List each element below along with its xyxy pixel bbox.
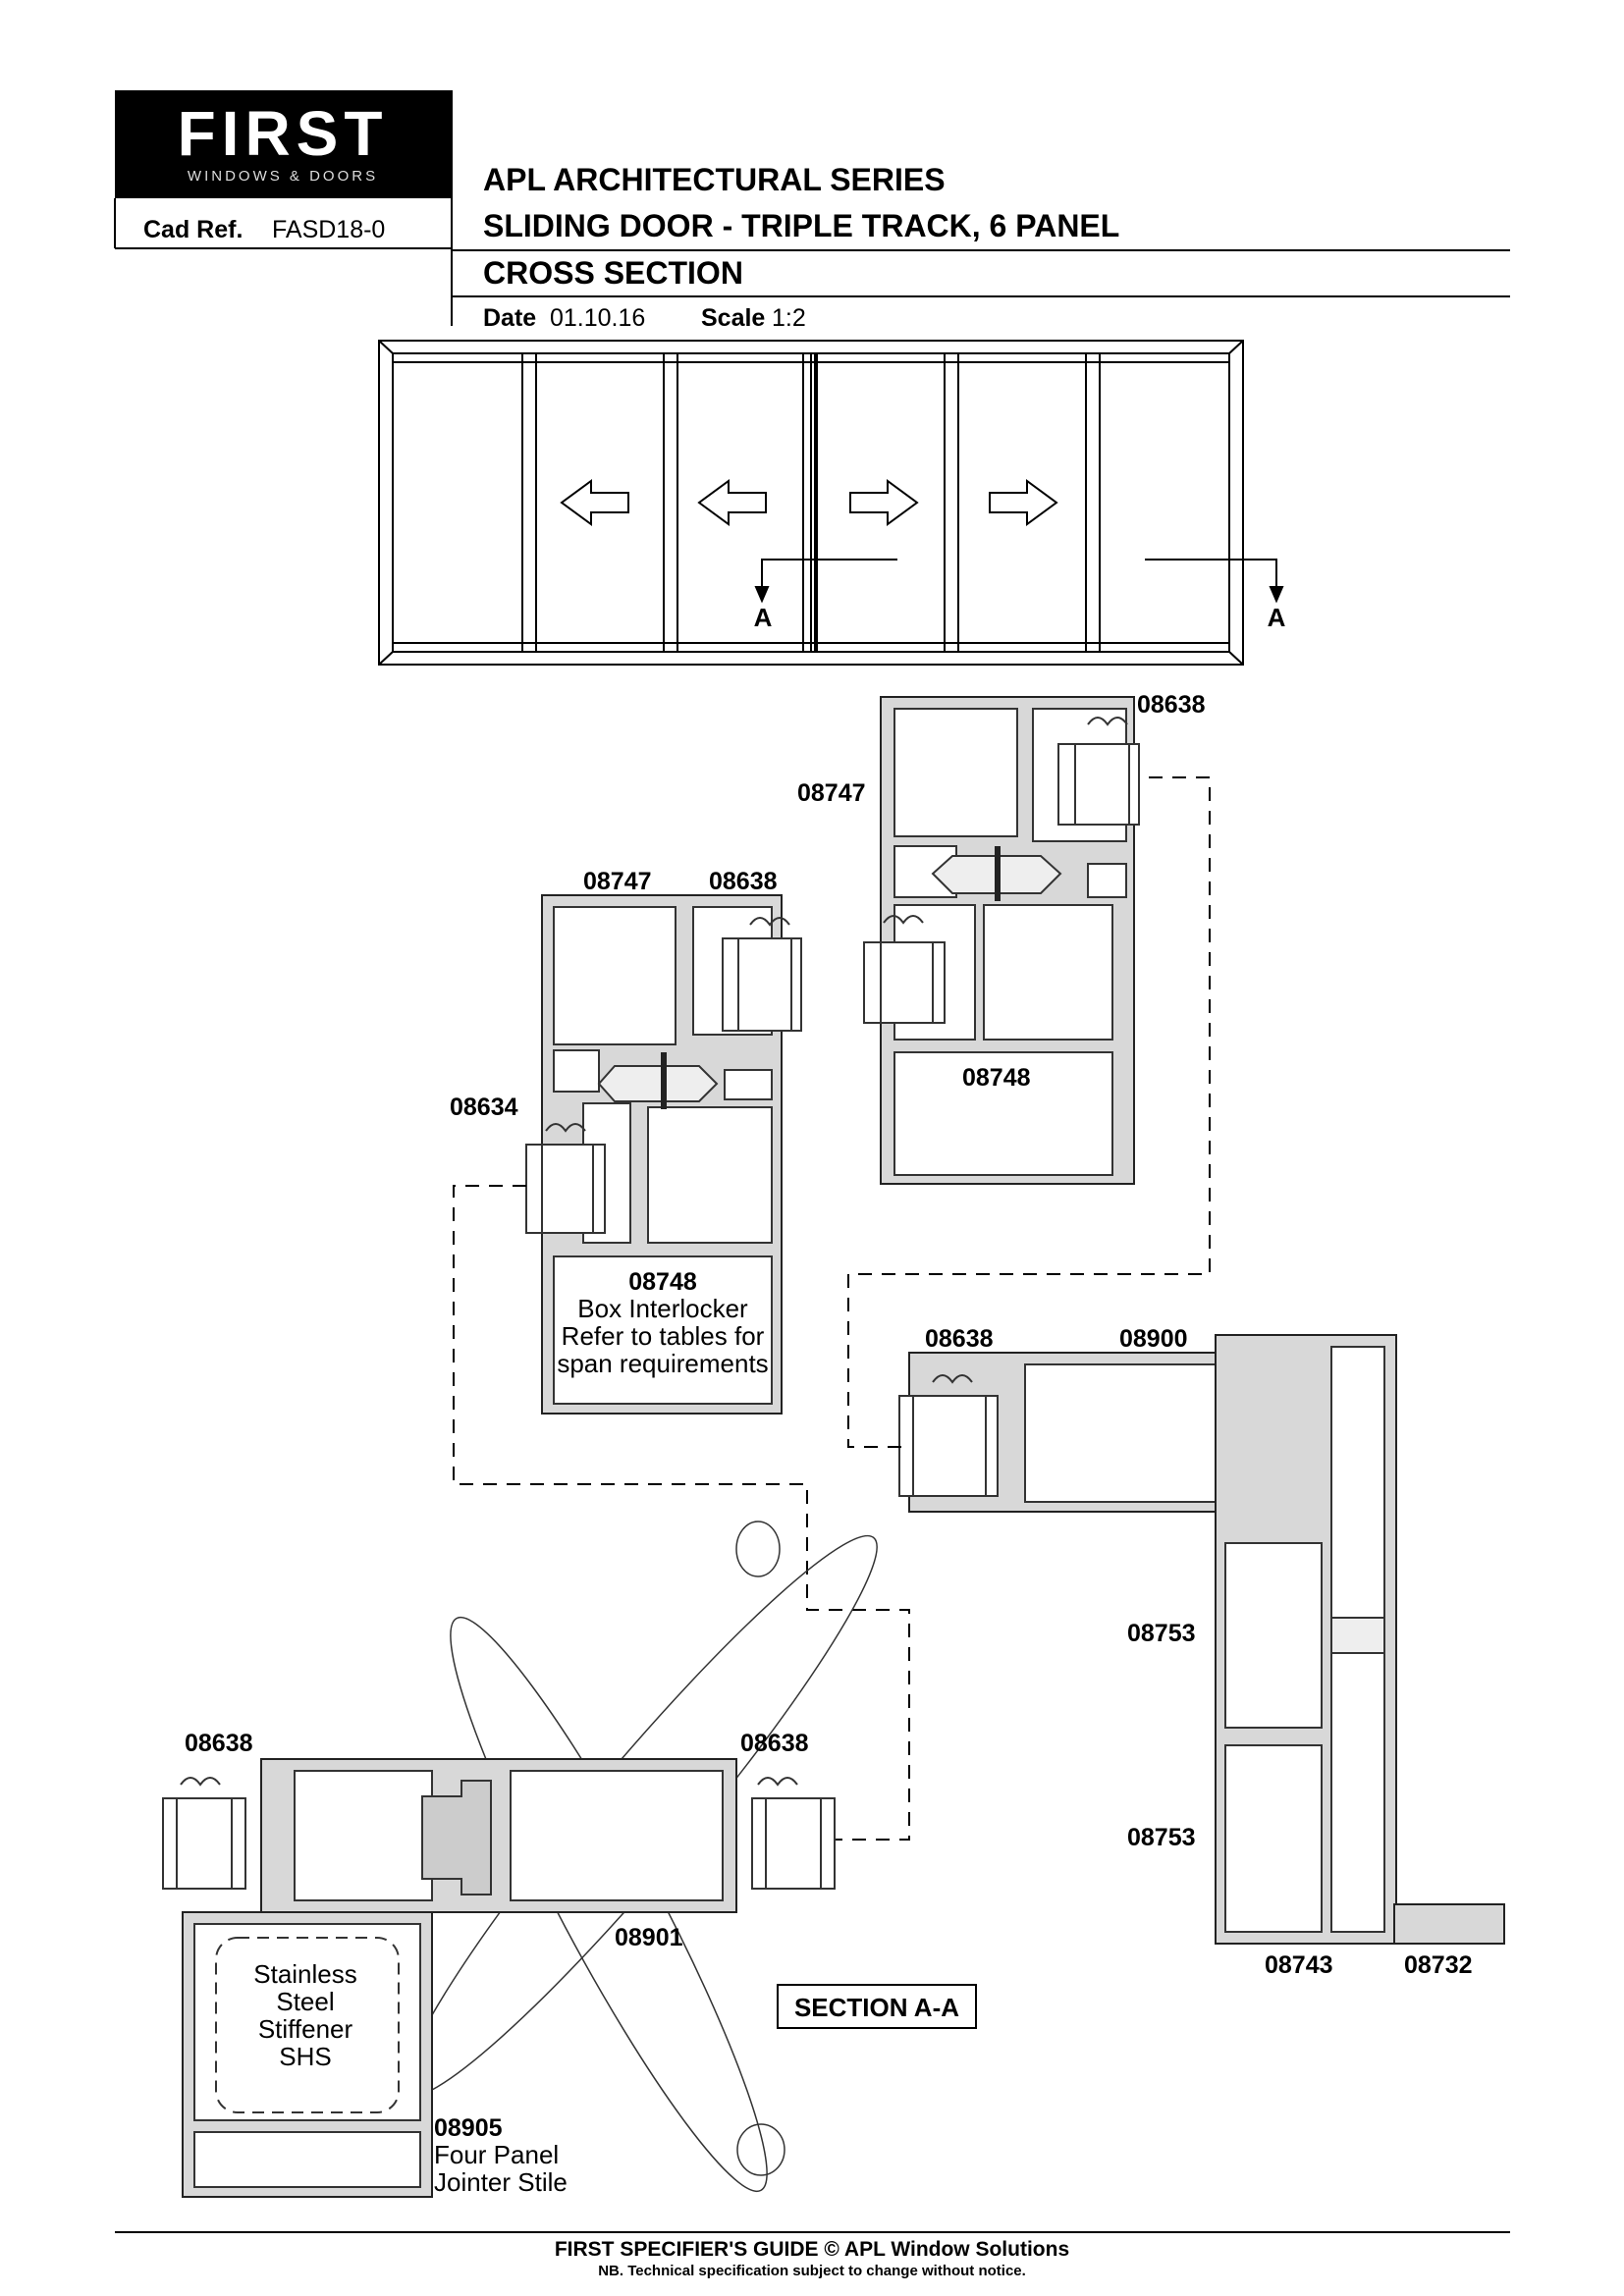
- steel-stiffener-outline: [215, 1937, 400, 2113]
- section-title: SECTION A-A: [794, 1993, 959, 2022]
- elevation-stile: [944, 352, 959, 653]
- logo-text: FIRST: [178, 98, 389, 169]
- section-cut-line: [1145, 559, 1277, 593]
- part-label: 08732: [1404, 1951, 1473, 1979]
- section-cut-line: [761, 559, 897, 593]
- part-label: 08753: [1127, 1620, 1196, 1647]
- slide-left-arrow-icon: [560, 479, 629, 526]
- elevation-stile: [663, 352, 678, 653]
- footer-guide: FIRST SPECIFIER'S GUIDE © APL Window Sol…: [555, 2238, 1069, 2261]
- part-label: 08638: [185, 1730, 253, 1757]
- view-title: CROSS SECTION: [483, 255, 743, 291]
- note-text: Four Panel: [434, 2140, 559, 2169]
- profile-middle-left: [525, 894, 802, 1415]
- part-label: 08905: [434, 2114, 503, 2142]
- date-value: 01.10.16: [550, 304, 645, 332]
- title-block: FIRST WINDOWS & DOORS Cad Ref. FASD18-0 …: [114, 90, 1510, 332]
- section-title-box: [777, 1984, 977, 2029]
- logo-panel: [115, 90, 451, 198]
- profile-bottom-left: [162, 1758, 836, 2198]
- part-label: 08638: [709, 868, 778, 895]
- note-text: Jointer Stile: [434, 2167, 568, 2197]
- cad-ref-value: FASD18-0: [272, 216, 385, 243]
- part-label: 08747: [583, 868, 652, 895]
- footer-note: NB. Technical specification subject to c…: [598, 2263, 1026, 2279]
- elevation-view: [378, 340, 1284, 666]
- note-text: Refer to tables for: [562, 1321, 765, 1351]
- series-title: APL ARCHITECTURAL SERIES: [483, 162, 946, 197]
- note-text: span requirements: [557, 1349, 768, 1378]
- product-title: SLIDING DOOR - TRIPLE TRACK, 6 PANEL: [483, 208, 1119, 243]
- part-label: 08900: [1119, 1325, 1188, 1353]
- note-text: Stiffener: [258, 2014, 353, 2044]
- part-label: 08748: [628, 1268, 697, 1296]
- part-label: 08638: [1137, 691, 1206, 719]
- elevation-stile: [521, 352, 537, 653]
- part-label: 08634: [450, 1094, 518, 1121]
- elevation-stile: [1085, 352, 1101, 653]
- logo-subtitle: WINDOWS & DOORS: [188, 168, 378, 185]
- part-label: 08638: [925, 1325, 994, 1353]
- slide-left-arrow-icon: [697, 479, 767, 526]
- cad-ref-label: Cad Ref.: [143, 216, 243, 243]
- slide-right-arrow-icon: [849, 479, 919, 526]
- part-label: 08753: [1127, 1824, 1196, 1851]
- scale-label: Scale: [701, 304, 765, 332]
- profile-right-jamb: [898, 1334, 1505, 1945]
- section-marker: A: [754, 603, 773, 632]
- elevation-stile: [810, 352, 816, 653]
- date-label: Date: [483, 304, 536, 332]
- note-text: Box Interlocker: [577, 1294, 748, 1323]
- section-marker: A: [1268, 603, 1286, 632]
- slide-right-arrow-icon: [989, 479, 1058, 526]
- profile-top-right: [863, 696, 1140, 1185]
- connection-lines: [453, 776, 1211, 1841]
- note-text: SHS: [279, 2042, 331, 2071]
- part-label: 08901: [615, 1924, 683, 1951]
- part-label: 08747: [797, 779, 866, 807]
- note-text: Steel: [276, 1987, 334, 2016]
- scale-value: 1:2: [772, 304, 806, 332]
- part-label: 08748: [962, 1064, 1031, 1092]
- note-text: Stainless: [253, 1959, 357, 1989]
- part-label: 08638: [740, 1730, 809, 1757]
- part-label: 08743: [1265, 1951, 1333, 1979]
